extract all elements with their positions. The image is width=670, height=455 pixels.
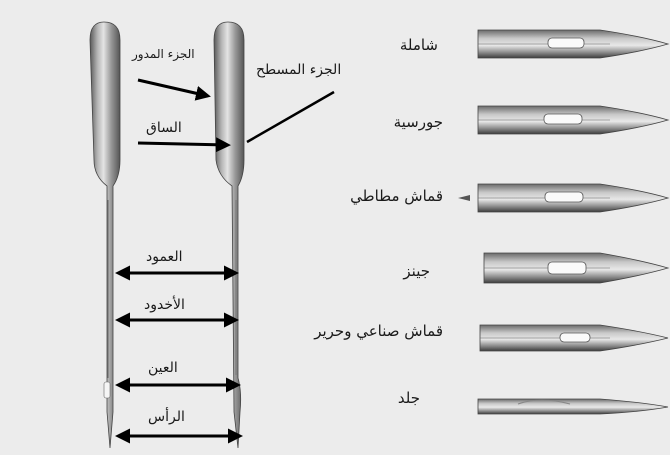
left-needle [89, 21, 121, 449]
label-type-jeans: جينز [403, 262, 430, 280]
label-type-leather: جلد [397, 389, 420, 407]
label-rounded-part: الجزء المدور [132, 47, 195, 61]
needle-tip-universal [477, 29, 670, 59]
label-shank: الساق [146, 120, 182, 136]
label-point: الرأس [148, 409, 185, 425]
arrow-shank [137, 137, 231, 153]
label-type-stretch: قماش مطاطي [350, 187, 443, 205]
label-type-synthetic-silk: قماش صناعي وحرير [314, 322, 443, 340]
needle-tip-leather [477, 398, 669, 415]
needle-tip-synthetic-silk [479, 324, 669, 352]
label-eye: العين [148, 360, 178, 376]
needle-tip-stretch [458, 183, 670, 213]
label-groove: الأخدود [144, 297, 185, 313]
label-type-universal: شاملة [399, 36, 438, 54]
right-needle [213, 21, 245, 449]
label-type-hosiery: جورسية [393, 113, 443, 131]
label-shaft: العمود [146, 249, 183, 265]
leader-flat-part [246, 90, 335, 144]
arrow-rounded-part [137, 78, 211, 101]
needle-tip-hosiery [477, 105, 670, 135]
label-flat-part: الجزء المسطح [256, 62, 342, 78]
needle-tip-jeans [483, 252, 670, 284]
